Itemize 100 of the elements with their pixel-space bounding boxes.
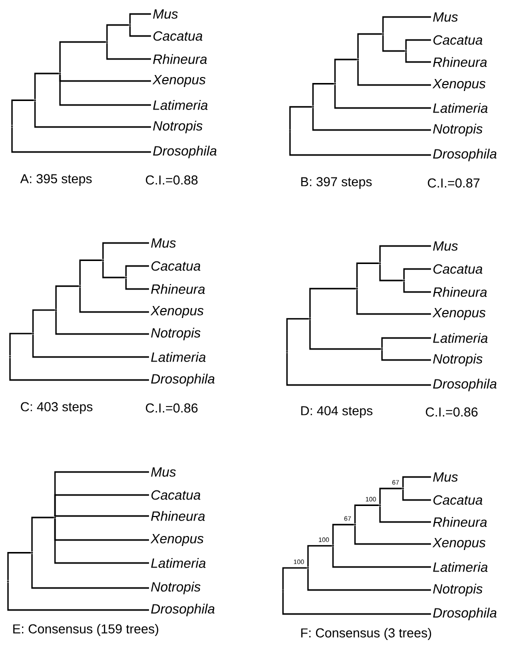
taxon-label: Rhineura [433,287,487,297]
panel-caption: C.I.=0.88 [146,175,198,185]
tree-branch [334,84,431,109]
taxon-label: Notropis [151,328,200,340]
taxon-label: Rhineura [433,57,487,67]
tree-branch [405,39,431,50]
tree-branch [129,13,151,24]
taxon-label: Xenopus [150,306,204,318]
tree-branch [379,488,402,504]
tree-branch [55,311,149,335]
taxon-label: Rhineura [151,284,205,294]
tree-branch [309,288,356,318]
taxon-label: Mus [433,241,458,251]
tree-branch [34,72,59,100]
taxon-label: Cacatua [433,495,482,505]
panel-caption: C.I.=0.86 [426,407,478,417]
tree-branch [357,33,382,58]
tree-branch [106,24,129,41]
tree-branch [125,265,149,276]
tree-branch [381,337,431,348]
tree-branch [32,309,55,332]
taxon-label: Xenopus [150,534,204,546]
taxon-label: Notropis [433,584,482,596]
tree-branch [403,282,431,293]
taxon-label: Cacatua [433,264,482,274]
tree-branch [309,320,381,350]
tree-branch [7,582,149,611]
taxon-label: Mus [433,472,458,482]
panel-caption: F: Consensus (3 trees) [301,628,432,640]
tree-branch [379,506,431,523]
tree-branch [102,261,125,278]
tree-branch [9,358,149,381]
taxon-label: Drosophila [151,374,214,386]
tree-branch [402,490,431,501]
taxon-label: Xenopus [152,74,206,88]
tree-branch [354,526,431,545]
taxon-label: Cacatua [151,490,200,500]
tree-branch [289,106,312,130]
tree-branch [332,546,431,568]
panel-caption: C.I.=0.87 [428,178,480,188]
taxon-label: Cacatua [151,261,200,271]
tree-branch [106,43,151,60]
tree-branch [79,287,149,313]
taxon-label: Drosophila [433,608,496,620]
taxon-label: Rhineura [151,511,205,521]
tree-branch [9,332,32,356]
panel-caption: B: 397 steps [301,177,372,189]
tree-branch [11,100,34,126]
tree-branch [59,74,151,106]
taxon-label: Drosophila [433,148,496,162]
taxon-label: Notropis [151,582,200,594]
taxon-label: Notropis [153,120,202,134]
tree-branch [332,524,354,545]
tree-branch [354,504,379,524]
tree-branch [59,41,106,72]
taxon-label: Xenopus [432,538,486,550]
tree-branch [34,101,151,128]
taxon-label: Mus [151,238,176,248]
tree-branch [282,567,307,590]
taxon-label: Latimeria [433,562,488,572]
tree-branch [79,260,102,286]
panel-caption: C.I.=0.86 [146,403,198,413]
tree-branch [129,26,151,37]
taxon-label: Latimeria [153,100,208,110]
taxon-label: Xenopus [432,78,486,92]
taxon-label: Cacatua [433,35,482,45]
taxon-label: Xenopus [432,308,486,320]
tree-branch [11,127,151,153]
tree-branch [7,552,31,580]
taxon-label: Mus [153,9,178,19]
tree-branch [55,285,79,309]
tree-branch [307,569,431,591]
taxon-label: Mus [433,12,458,22]
tree-branch [282,592,431,615]
tree-branch [357,60,431,86]
taxon-label: Drosophila [153,146,216,158]
tree-branch [405,52,431,63]
tree-branch [54,515,149,518]
tree-branch [382,35,405,52]
tree-branch [286,353,431,386]
tree-branch [312,108,431,131]
panel-caption: C: 403 steps [20,402,92,414]
taxon-label: Cacatua [153,31,202,41]
taxon-label: Latimeria [151,558,206,568]
taxon-label: Rhineura [153,54,207,64]
tree-branch [31,516,54,552]
tree-branch [403,268,431,280]
panel-caption: D: 404 steps [301,406,372,418]
taxon-label: Rhineura [433,517,487,527]
taxon-label: Drosophila [433,378,496,392]
taxon-label: Latimeria [433,333,488,343]
tree-branch [125,278,149,290]
panel-caption: E: Consensus (159 trees) [13,624,158,636]
tree-branch [356,262,379,288]
tree-branch [54,494,149,516]
tree-branch [307,545,332,567]
taxon-label: Notropis [433,124,482,136]
taxon-label: Drosophila [151,604,214,616]
tree-branch [102,242,149,260]
tree-branch [334,58,357,83]
